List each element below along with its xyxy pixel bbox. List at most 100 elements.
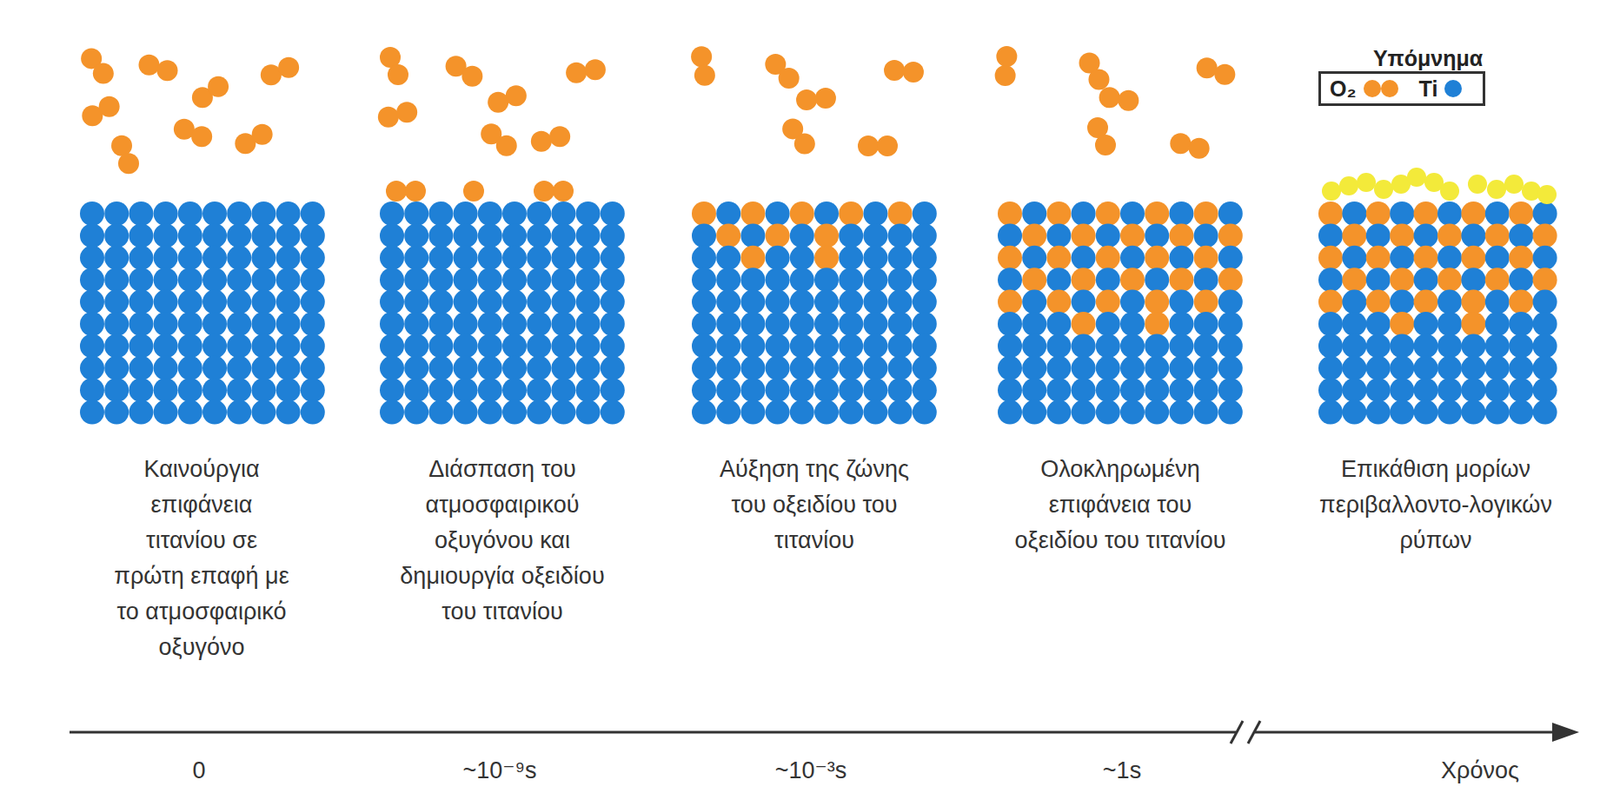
atom [691, 245, 717, 271]
atom [1218, 267, 1243, 293]
atom [202, 267, 227, 293]
atom [1437, 245, 1462, 271]
atom [838, 356, 864, 381]
oxygen-atom [385, 180, 407, 202]
atom [740, 378, 765, 403]
atom [1533, 245, 1558, 271]
oxygen-atom [995, 46, 1017, 67]
atom [1389, 356, 1415, 381]
pollutant-molecules [1321, 167, 1557, 205]
atom [1414, 267, 1439, 293]
oxygen-atom [496, 135, 518, 157]
atom [202, 201, 227, 226]
atom [765, 356, 791, 381]
atom [79, 378, 105, 403]
atom [226, 290, 252, 315]
atom [997, 312, 1023, 337]
atom [404, 290, 429, 315]
oxygen-atom [252, 124, 273, 146]
atom [300, 400, 326, 425]
atom [740, 290, 765, 315]
atom [79, 290, 105, 315]
atom [716, 267, 741, 293]
legend-title: Υπόμνημα [1323, 45, 1533, 72]
atom [153, 356, 179, 381]
time-tick: ~1s [1069, 753, 1175, 790]
atom [1168, 356, 1194, 381]
atom [1366, 245, 1391, 271]
atom [251, 356, 276, 381]
atom [1022, 245, 1047, 271]
atom [1460, 333, 1486, 359]
atom [1046, 400, 1071, 425]
atom [551, 223, 576, 248]
atom [178, 290, 203, 315]
atom [379, 356, 405, 381]
atom [1218, 312, 1243, 337]
atom [912, 290, 937, 315]
atom [104, 400, 129, 425]
atom [1389, 245, 1415, 271]
atom [1022, 290, 1047, 315]
atom [1120, 356, 1145, 381]
atom [765, 400, 791, 425]
pollutant-atom [1467, 174, 1488, 194]
atom [1144, 312, 1169, 337]
atom [888, 312, 913, 337]
atom [1508, 245, 1534, 271]
atom [1071, 290, 1096, 315]
atom [526, 356, 552, 381]
atom [1071, 245, 1096, 271]
atom [838, 223, 864, 248]
atom [1485, 223, 1510, 248]
atom [863, 312, 888, 337]
atom [404, 356, 429, 381]
atom [1144, 201, 1169, 226]
atom [79, 356, 105, 381]
atom [912, 400, 937, 425]
atom [1437, 290, 1462, 315]
atom [1318, 267, 1343, 293]
atom [300, 290, 326, 315]
atom [1485, 378, 1510, 403]
atom [716, 201, 741, 226]
oxygen-atom [995, 65, 1016, 87]
atom [740, 245, 765, 271]
atom [716, 245, 741, 271]
atom [79, 400, 105, 425]
legend-box: O₂Ti [1318, 71, 1486, 107]
oxygen-atom [157, 59, 179, 81]
oxygen-atom [1214, 64, 1235, 86]
atom [888, 201, 913, 226]
oxygen-atom [99, 96, 120, 118]
atom [1168, 312, 1194, 337]
atom [1071, 267, 1096, 293]
atom [1460, 245, 1486, 271]
atom [104, 378, 129, 403]
atom [790, 223, 815, 248]
atom [1194, 201, 1219, 226]
oxygen-atom [584, 59, 606, 80]
atom [1508, 333, 1534, 359]
atom [814, 400, 839, 425]
atom [226, 356, 252, 381]
atom [379, 245, 405, 271]
atom [276, 356, 301, 381]
atom [1508, 312, 1534, 337]
atom [1095, 223, 1121, 248]
atom [202, 356, 227, 381]
oxygen-molecules [80, 47, 299, 174]
oxygen-atom [796, 89, 817, 111]
oxygen-atom [396, 101, 418, 123]
atom [790, 267, 815, 293]
atom [600, 223, 625, 248]
atom [1046, 333, 1071, 359]
atom [478, 267, 503, 293]
atom [251, 378, 276, 403]
oxygen-atom [138, 54, 160, 76]
atom [128, 201, 153, 226]
atom [300, 378, 326, 403]
pollutant-atom [1374, 179, 1394, 200]
atom [1120, 245, 1145, 271]
